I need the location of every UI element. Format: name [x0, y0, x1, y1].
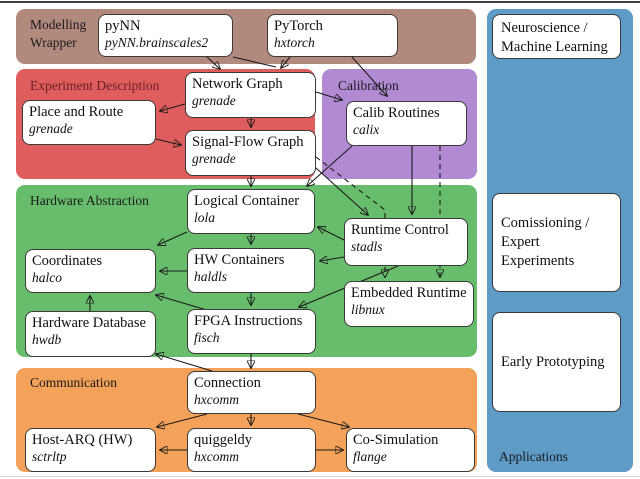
node-subtitle: hxcomm — [194, 392, 239, 408]
band-modelling-wrapper — [16, 9, 476, 64]
node-comissioning-expert-experiments: Comissioning / Expert Experiments — [492, 193, 621, 292]
node-network-graph: Network Graph grenade — [185, 72, 316, 118]
node-place-and-route: Place and Route grenade — [22, 100, 156, 145]
node-title: Hardware Database — [32, 315, 146, 331]
band-label-calibration: Calibration — [338, 78, 399, 93]
node-subtitle: grenade — [192, 93, 236, 109]
node-title: Embedded Runtime — [351, 285, 467, 301]
node-neuroscience-machine-learning: Neuroscience / Machine Learning — [492, 14, 621, 59]
band-label-modelling-wrapper: Modelling Wrapper — [30, 17, 87, 50]
node-subtitle: halco — [32, 270, 62, 286]
node-subtitle: lola — [194, 210, 216, 226]
node-title: Signal-Flow Graph — [192, 134, 304, 150]
node-subtitle: stadls — [351, 239, 383, 255]
node-title: Runtime Control — [351, 222, 449, 238]
node-subtitle: sctrltp — [32, 449, 67, 465]
node-subtitle: pyNN.brainscales2 — [105, 35, 209, 51]
band-label-experiment-description: Experiment Description — [30, 78, 160, 93]
node-signal-flow-graph: Signal-Flow Graph grenade — [185, 130, 316, 176]
node-title: PyTorch — [274, 18, 323, 34]
node-title: Logical Container — [194, 193, 300, 209]
node-hardware-database: Hardware Database hwdb — [25, 311, 156, 357]
node-title: FPGA Instructions — [194, 313, 303, 329]
node-pynn: pyNN pyNN.brainscales2 — [98, 14, 233, 57]
node-title: Host-ARQ (HW) — [32, 432, 133, 448]
node-connection: Connection hxcomm — [187, 371, 316, 414]
node-subtitle: grenade — [29, 121, 73, 137]
node-title: Calib Routines — [353, 105, 440, 121]
bottom-rule — [0, 476, 640, 477]
node-title: Co-Simulation — [353, 432, 439, 448]
node-fpga-instructions: FPGA Instructions fisch — [187, 309, 316, 354]
node-subtitle: hwdb — [32, 332, 62, 348]
node-logical-container: Logical Container lola — [187, 189, 315, 234]
node-calib-routines: Calib Routines calix — [346, 101, 467, 146]
node-subtitle: haldls — [194, 269, 228, 285]
band-label-communication: Communication — [30, 375, 117, 390]
node-subtitle: hxtorch — [274, 35, 315, 51]
node-subtitle: hxcomm — [194, 449, 239, 465]
node-title: HW Containers — [194, 252, 285, 268]
band-label-applications: Applications — [499, 449, 568, 464]
node-quiggeldy: quiggeldy hxcomm — [187, 428, 316, 472]
node-coordinates: Coordinates halco — [25, 249, 156, 293]
node-co-simulation: Co-Simulation flange — [346, 428, 475, 472]
band-label-hardware-abstraction: Hardware Abstraction — [30, 193, 149, 208]
node-title: Network Graph — [192, 76, 283, 92]
node-hw-containers: HW Containers haldls — [187, 248, 315, 293]
node-subtitle: grenade — [192, 151, 236, 167]
node-subtitle: flange — [353, 449, 387, 465]
node-subtitle: libnux — [351, 302, 385, 318]
node-embedded-runtime: Embedded Runtime libnux — [344, 281, 474, 327]
node-subtitle: calix — [353, 122, 380, 138]
node-subtitle: fisch — [194, 330, 220, 346]
node-early-prototyping: Early Prototyping — [492, 312, 621, 412]
top-rule — [0, 1, 640, 3]
node-title: Place and Route — [29, 104, 124, 120]
node-pytorch: PyTorch hxtorch — [267, 14, 398, 57]
node-host-arq: Host-ARQ (HW) sctrltp — [25, 428, 156, 472]
node-title: Coordinates — [32, 253, 103, 269]
node-runtime-control: Runtime Control stadls — [344, 218, 468, 266]
node-title: Connection — [194, 375, 261, 391]
node-title: quiggeldy — [194, 432, 252, 448]
node-title: pyNN — [105, 18, 141, 34]
